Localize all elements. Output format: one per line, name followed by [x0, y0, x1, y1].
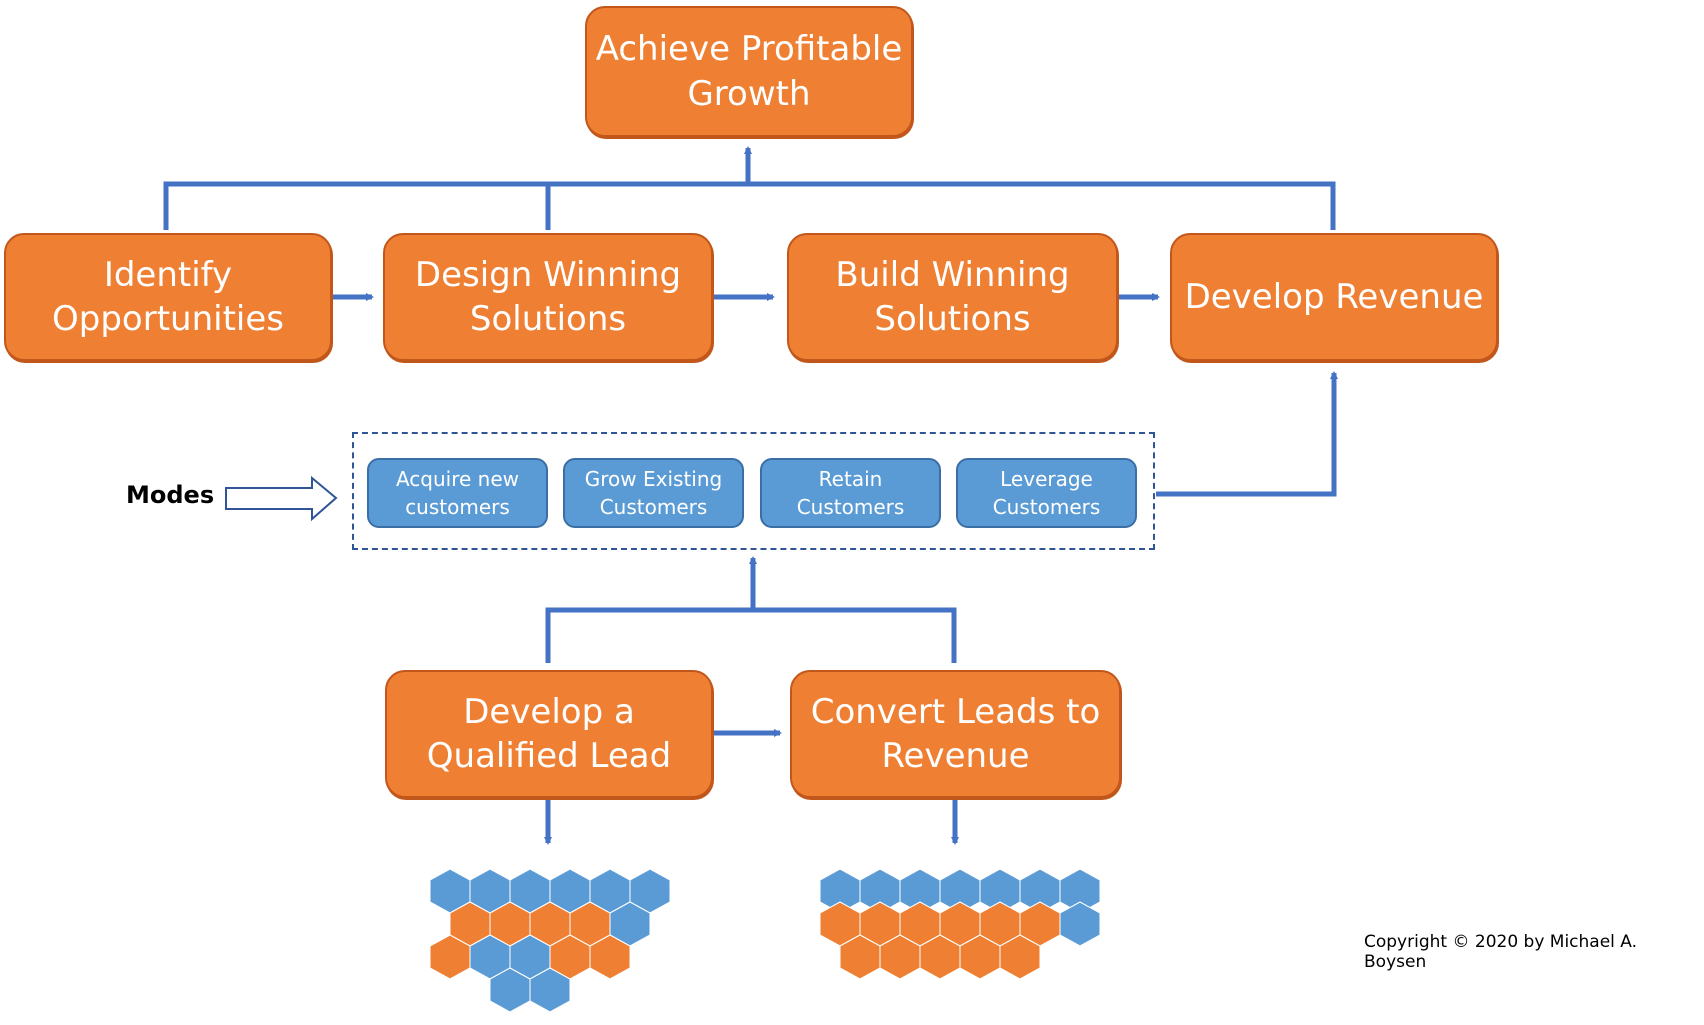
process-label: Convert Leads to Revenue [810, 691, 1101, 776]
mode-grow-existing-customers: Grow Existing Customers [563, 458, 744, 528]
mode-leverage-customers: Leverage Customers [956, 458, 1137, 528]
lower-bracket-line [545, 607, 957, 663]
stage-identify-opportunities: Identify Opportunities [4, 233, 332, 361]
stage-design-winning-solutions: Design Winning Solutions [383, 233, 713, 361]
top-bracket-line [163, 181, 1336, 230]
mode-label: Retain Customers [796, 467, 905, 519]
copyright-text: Copyright © 2020 by Michael A. Boysen [1364, 932, 1638, 972]
modes-frame [352, 432, 1155, 550]
stage-build-winning-solutions: Build Winning Solutions [787, 233, 1118, 361]
hex-cluster-left-icon [429, 868, 671, 1013]
modes-label: Modes [126, 481, 215, 509]
process-label: Develop a Qualified Lead [426, 691, 672, 776]
modes-pointer-icon [225, 475, 338, 522]
stage-label: Identify Opportunities [52, 254, 284, 339]
stage-label: Design Winning Solutions [414, 254, 682, 339]
process-develop-qualified-lead: Develop a Qualified Lead [385, 670, 713, 798]
process-convert-leads-to-revenue: Convert Leads to Revenue [790, 670, 1121, 798]
mode-retain-customers: Retain Customers [760, 458, 941, 528]
stage-label: Develop Revenue [1184, 276, 1484, 317]
arrow-modes-develop [1156, 371, 1338, 497]
goal-box: Achieve Profitable Growth [585, 6, 913, 137]
mode-label: Leverage Customers [992, 467, 1101, 519]
stage-develop-revenue: Develop Revenue [1170, 233, 1498, 361]
goal-label: Achieve Profitable Growth [595, 29, 903, 114]
stage-label: Build Winning Solutions [835, 254, 1070, 339]
hex-cluster-right-icon [819, 868, 1101, 980]
mode-label: Acquire new customers [395, 467, 520, 519]
mode-label: Grow Existing Customers [584, 467, 723, 519]
mode-acquire-new-customers: Acquire new customers [367, 458, 548, 528]
